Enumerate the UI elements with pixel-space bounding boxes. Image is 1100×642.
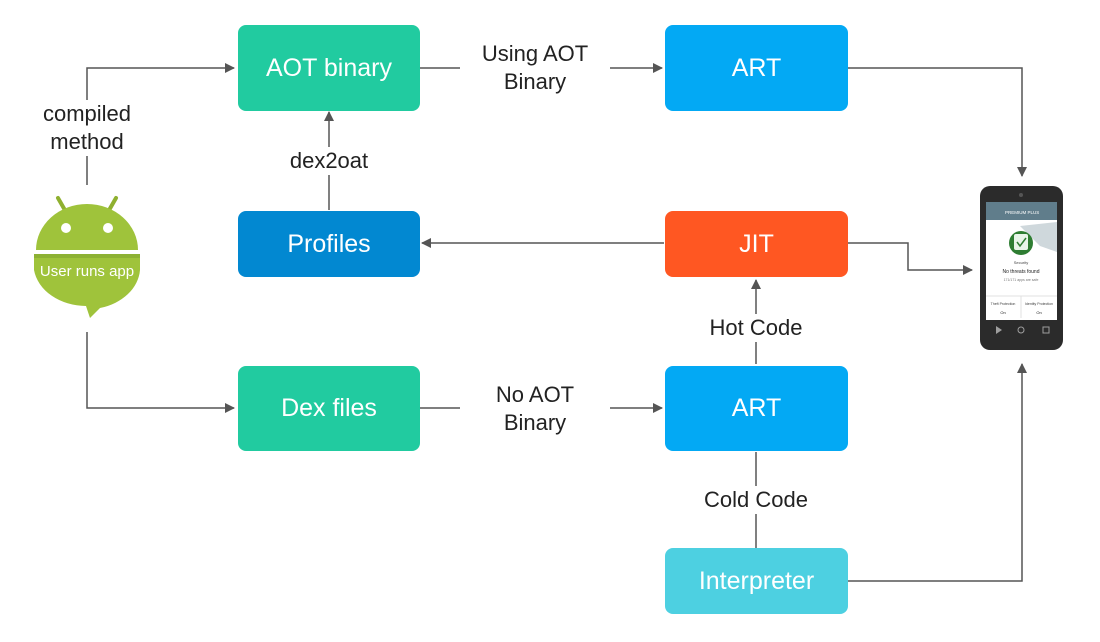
phone-right-feature: Identity Protection xyxy=(1025,302,1053,306)
no-aot-binary-label: No AOT Binary xyxy=(460,381,610,437)
phone-security-label: Security xyxy=(1014,260,1028,265)
edge-jit-to-phone xyxy=(848,242,973,275)
compiled-method-label: compiled method xyxy=(30,100,144,156)
phone-detail: 171/171 apps are safe xyxy=(1004,278,1039,282)
profiles-node: Profiles xyxy=(238,211,420,277)
using-aot-line-1: Using AOT xyxy=(481,41,589,66)
phone-left-feature: Theft Protection xyxy=(991,302,1016,306)
dex2oat-label: dex2oat xyxy=(274,147,384,175)
art-bottom-node: ART xyxy=(665,366,848,451)
interpreter-node: Interpreter xyxy=(665,548,848,614)
android-label: User runs app xyxy=(40,263,134,280)
phone-status: No threats found xyxy=(1003,269,1040,275)
no-aot-line-1: No AOT xyxy=(495,382,575,407)
phone-right-state: On xyxy=(1036,310,1041,315)
edge-interpreter-to-phone xyxy=(848,363,1027,582)
smartphone-icon xyxy=(980,186,1063,350)
aot-binary-node: AOT binary xyxy=(238,25,420,111)
no-aot-line-2: Binary xyxy=(503,410,567,435)
compiled-method-line-1: compiled xyxy=(42,101,132,126)
phone-header: PREMIUM PLUS xyxy=(1005,210,1039,215)
compiled-method-line-2: method xyxy=(50,129,124,154)
edge-art-to-phone xyxy=(848,67,1027,177)
dex-files-node: Dex files xyxy=(238,366,420,451)
phone-left-state: On xyxy=(1000,310,1005,315)
edge-android-to-dex xyxy=(86,332,235,413)
hot-code-label: Hot Code xyxy=(692,314,820,342)
jit-node: JIT xyxy=(665,211,848,277)
art-top-node: ART xyxy=(665,25,848,111)
using-aot-line-2: Binary xyxy=(503,69,567,94)
android-robot-icon xyxy=(34,196,140,318)
cold-code-label: Cold Code xyxy=(690,486,822,514)
using-aot-binary-label: Using AOT Binary xyxy=(460,40,610,96)
